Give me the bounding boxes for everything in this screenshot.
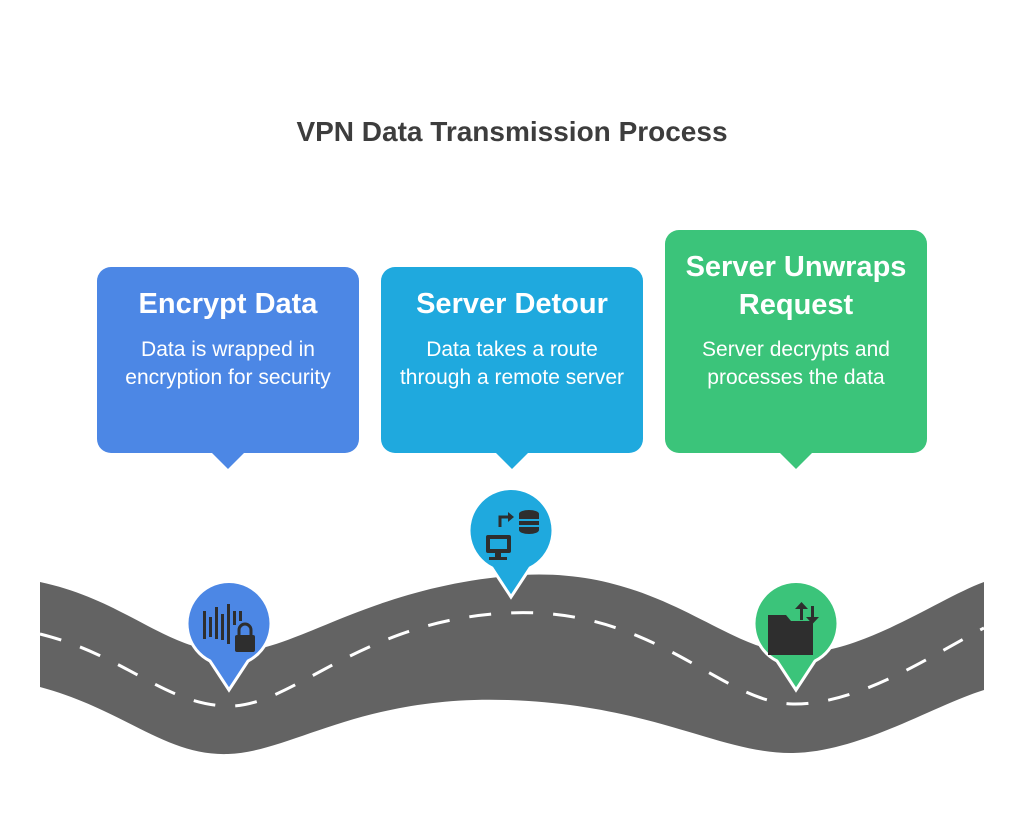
step-heading: Server Detour <box>416 288 608 320</box>
step-description: Server decrypts and processes the data <box>702 338 890 389</box>
marker-encrypt <box>185 580 273 693</box>
card-pointer <box>495 452 529 469</box>
computer-server-transfer-icon <box>486 510 539 560</box>
card-pointer <box>779 452 813 469</box>
step-heading: Server Unwraps Request <box>685 251 907 321</box>
step-heading: Encrypt Data <box>138 288 318 320</box>
step-description: Data takes a route through a remote serv… <box>399 338 625 389</box>
step-description: Data is wrapped in encryption for securi… <box>125 338 331 389</box>
marker-server-unwraps <box>752 580 840 693</box>
marker-server-detour <box>467 487 555 600</box>
folder-download-icon <box>768 602 819 655</box>
road <box>40 574 984 755</box>
step-card-encrypt-data: Encrypt Data Data is wrapped in encrypti… <box>97 267 359 469</box>
card-pointer <box>211 452 245 469</box>
step-card-server-unwraps-request: Server Unwraps Request Server decrypts a… <box>665 230 927 469</box>
diagram-title: VPN Data Transmission Process <box>296 116 728 147</box>
road-center-line <box>39 611 985 708</box>
step-card-server-detour: Server Detour Data takes a route through… <box>381 267 643 469</box>
encrypted-signal-lock-icon <box>203 604 255 652</box>
